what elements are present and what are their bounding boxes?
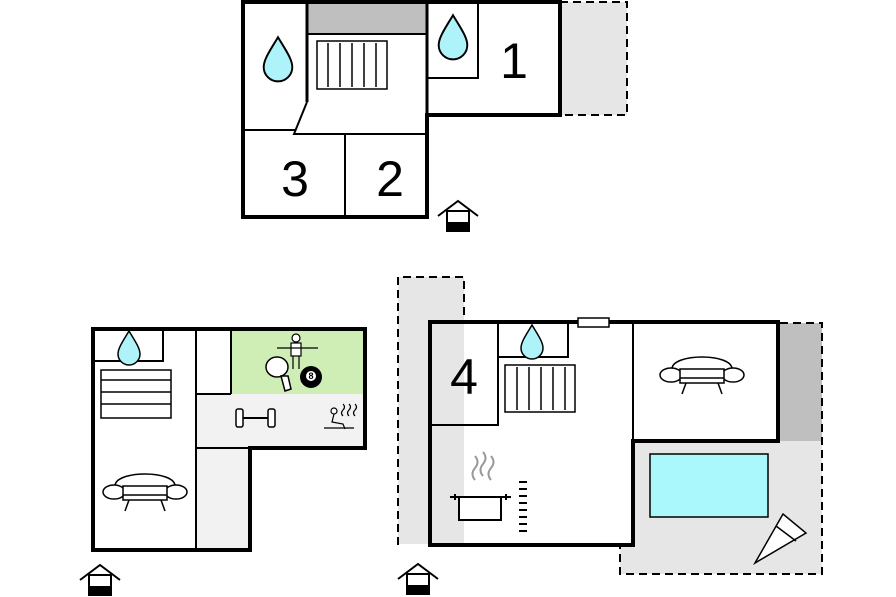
shaded-area — [780, 323, 822, 441]
balcony — [560, 2, 627, 115]
cooking-pot-icon — [450, 494, 511, 521]
side-terrace-outline — [397, 276, 465, 545]
lower-left-floor: 8 — [79, 327, 367, 596]
sofa-icon — [659, 356, 745, 395]
stove-icon — [519, 481, 527, 532]
water-drop-icon — [437, 14, 469, 61]
bathroom-wall — [93, 329, 164, 362]
stair-shaft — [307, 4, 426, 34]
water-drop-icon — [262, 36, 294, 83]
hallway — [196, 394, 365, 448]
room-number: 2 — [376, 151, 404, 207]
room-number: 1 — [500, 33, 528, 89]
sauna-icon — [324, 403, 358, 430]
room-number: 4 — [450, 349, 478, 405]
bathroom-wall — [427, 2, 479, 79]
dumbbell-icon — [235, 408, 276, 428]
hall-wall — [292, 101, 427, 135]
table-football-icon — [277, 333, 318, 369]
billiard-ball-icon: 8 — [300, 366, 322, 388]
table-tennis-icon — [265, 356, 292, 392]
hallway — [196, 448, 250, 550]
water-drop-icon — [117, 330, 141, 366]
entrance-icon — [79, 564, 121, 596]
radiator-icon — [504, 364, 576, 413]
window — [577, 317, 610, 328]
sun-lounger-icon — [752, 512, 808, 566]
pool-icon — [649, 453, 769, 518]
pool-terrace-outline — [619, 322, 823, 575]
sofa-icon — [102, 473, 188, 512]
radiator-icon — [100, 369, 172, 419]
svg-text:8: 8 — [308, 371, 313, 381]
room-number: 3 — [281, 151, 309, 207]
entrance-icon — [437, 200, 479, 232]
steam-icon — [471, 451, 495, 481]
bathroom-wall — [498, 322, 569, 358]
lower-right-floor: 4 — [397, 276, 823, 595]
balcony-outline — [560, 1, 628, 116]
radiator-icon — [316, 40, 388, 90]
upper-floor: 1 2 3 — [241, 0, 628, 232]
water-drop-icon — [520, 324, 544, 360]
entrance-icon — [397, 563, 439, 595]
